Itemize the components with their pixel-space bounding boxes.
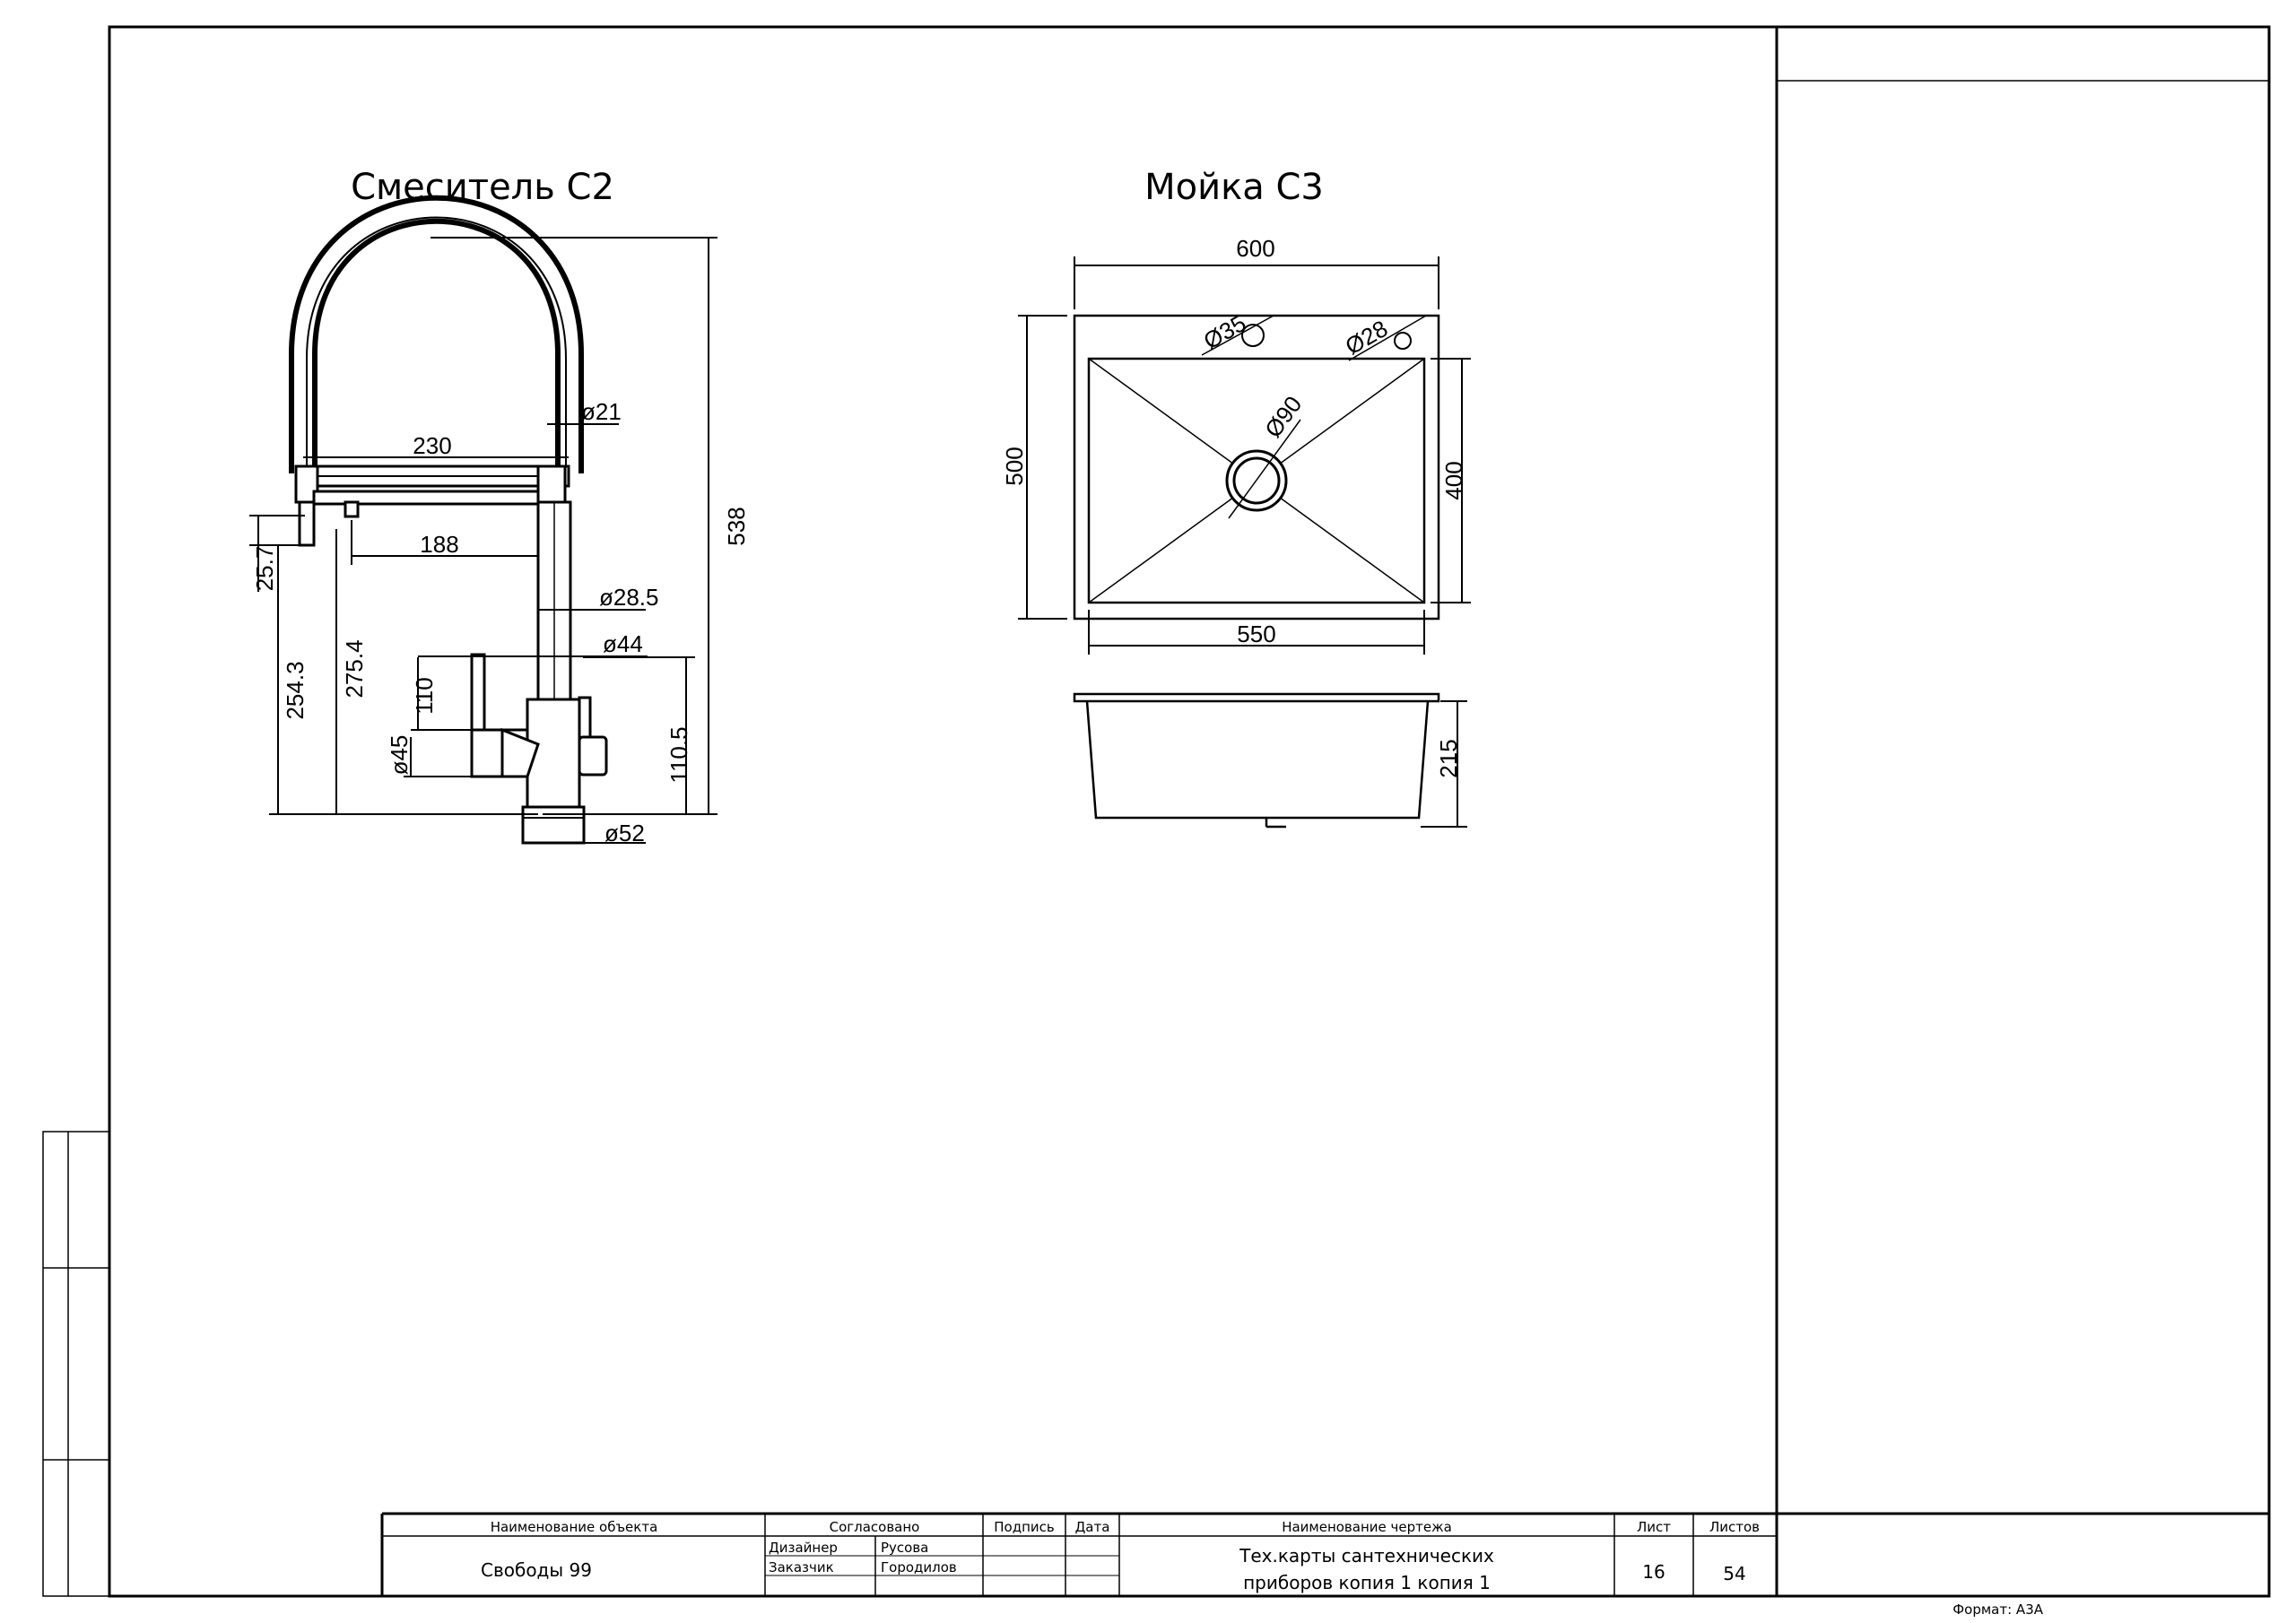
faucet-title: Смеситель С2	[351, 167, 614, 208]
faucet-body	[289, 195, 608, 845]
dim-d45: ø45	[386, 735, 413, 776]
dim-400: 400	[1440, 461, 1467, 499]
sheet-frame	[42, 25, 2271, 1598]
stamp-header-agreed: Согласовано	[830, 1519, 920, 1535]
stamp-header-object: Наименование объекта	[491, 1519, 658, 1535]
faucet-drawing: Смеситель С2	[249, 167, 750, 846]
dim-254-3: 254.3	[282, 661, 309, 719]
stamp-header-signature: Подпись	[994, 1519, 1054, 1535]
dim-d28-5: ø28.5	[599, 584, 659, 611]
stamp-drawing-name-line1: Тех.карты сантехнических	[1239, 1545, 1494, 1567]
dim-d21: ø21	[581, 398, 622, 425]
format-label: Формат: А3А	[1952, 1601, 2043, 1618]
faucet-dimension-lines	[249, 237, 718, 844]
stamp-header-sheets: Листов	[1709, 1519, 1760, 1535]
stamp-header-sheet: Лист	[1637, 1519, 1671, 1535]
dim-25-7: 25.7	[251, 546, 278, 592]
sink-side-view	[1073, 692, 1440, 829]
dim-215: 215	[1435, 739, 1462, 777]
dim-110-5: 110.5	[665, 726, 692, 783]
sink-top-view	[1073, 314, 1440, 621]
dim-d28: Ø28	[1341, 315, 1393, 360]
stamp-role-designer: Дизайнер	[769, 1540, 838, 1556]
stamp-header-date: Дата	[1075, 1519, 1110, 1535]
dim-538: 538	[723, 507, 750, 545]
stamp-sheet-value: 16	[1642, 1561, 1665, 1583]
stamp-role-customer: Заказчик	[769, 1559, 834, 1575]
stamp-object-value: Свободы 99	[481, 1559, 592, 1581]
dim-d52: ø52	[604, 820, 645, 846]
stamp-header-drawing-name: Наименование чертежа	[1282, 1519, 1452, 1535]
stamp-name-designer: Русова	[881, 1540, 928, 1556]
dim-188: 188	[420, 531, 458, 558]
sink-dimension-lines	[1018, 256, 1471, 828]
hole-35	[1241, 324, 1265, 347]
hole-28	[1394, 332, 1412, 350]
faucet-dimension-labels: ø21 230 188 ø28.5 ø44 538 25.7 254.3 275…	[251, 398, 750, 846]
stamp-name-customer: Городилов	[881, 1559, 957, 1575]
dim-110: 110	[411, 677, 438, 714]
drain-inner	[1232, 456, 1281, 505]
dim-230: 230	[413, 432, 451, 459]
stamp-drawing-name-line2: приборов копия 1 копия 1	[1243, 1572, 1491, 1593]
sink-title: Мойка С3	[1144, 167, 1324, 208]
sink-drawing: Мойка С3	[1001, 167, 1471, 829]
dim-d44: ø44	[603, 630, 643, 657]
stamp-sheets-value: 54	[1723, 1563, 1745, 1584]
dim-600: 600	[1236, 235, 1274, 262]
dim-550: 550	[1237, 621, 1275, 647]
title-block: Наименование объекта Согласовано Подпись…	[380, 1512, 1777, 1596]
dim-d90: Ø90	[1259, 391, 1307, 442]
dim-500: 500	[1001, 447, 1028, 485]
dim-275-4: 275.4	[341, 639, 368, 698]
